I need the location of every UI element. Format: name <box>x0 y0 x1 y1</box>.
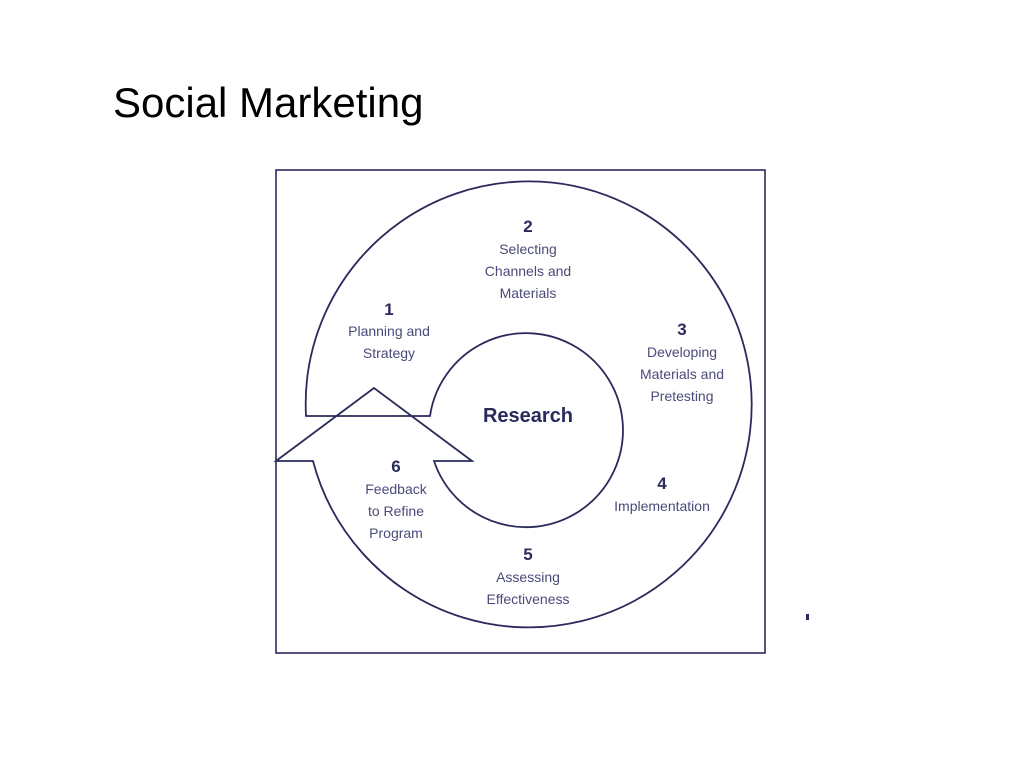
stage-2: 2 Selecting Channels and Materials <box>485 217 571 301</box>
stage-2-label-line-3: Materials <box>500 285 557 301</box>
stage-1: 1 Planning and Strategy <box>348 300 430 361</box>
stage-6: 6 Feedback to Refine Program <box>365 457 427 541</box>
stage-5-label-line-1: Assessing <box>496 569 560 585</box>
stage-3-label-line-3: Pretesting <box>650 388 713 404</box>
stage-4-number: 4 <box>657 474 667 493</box>
stage-2-number: 2 <box>523 217 532 236</box>
stage-1-number: 1 <box>384 300 393 319</box>
stage-3: 3 Developing Materials and Pretesting <box>640 320 724 404</box>
stage-5-number: 5 <box>523 545 532 564</box>
stage-6-label-line-2: to Refine <box>368 503 424 519</box>
stage-3-label-line-1: Developing <box>647 344 717 360</box>
center-label-research: Research <box>483 405 573 427</box>
stage-1-label-line-2: Strategy <box>363 345 415 361</box>
stray-mark <box>806 614 809 620</box>
slide-title: Social Marketing <box>113 79 424 126</box>
stage-6-number: 6 <box>391 457 400 476</box>
stage-4: 4 Implementation <box>614 474 710 514</box>
cycle-ring <box>273 180 753 629</box>
stage-3-number: 3 <box>677 320 686 339</box>
stage-2-label-line-1: Selecting <box>499 241 557 257</box>
stage-6-label-line-1: Feedback <box>365 481 427 497</box>
stage-5-label-line-2: Effectiveness <box>486 591 569 607</box>
stage-2-label-line-2: Channels and <box>485 263 571 279</box>
stage-6-label-line-3: Program <box>369 525 423 541</box>
stage-5: 5 Assessing Effectiveness <box>486 545 569 607</box>
stage-3-label-line-2: Materials and <box>640 366 724 382</box>
stage-4-label-line-1: Implementation <box>614 498 710 514</box>
stage-1-label-line-1: Planning and <box>348 323 430 339</box>
